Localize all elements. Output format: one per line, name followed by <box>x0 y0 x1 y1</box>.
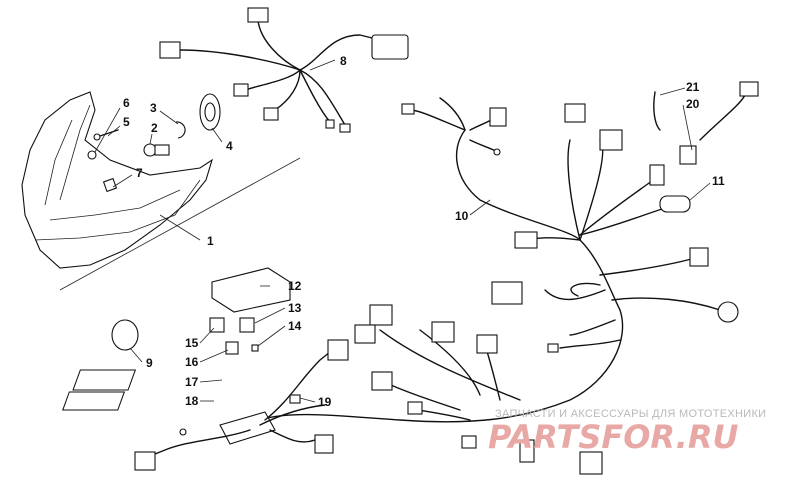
callout-2: 2 <box>151 121 158 135</box>
housing-bracket-line <box>59 157 301 291</box>
callout-6: 6 <box>123 96 130 110</box>
callout-18: 18 <box>185 394 199 408</box>
callout-1: 1 <box>207 234 214 248</box>
callout-9: 9 <box>146 356 153 370</box>
leader-lines <box>94 59 711 403</box>
callout-12: 12 <box>288 279 302 293</box>
callout-11: 11 <box>712 174 725 188</box>
fuse-block <box>62 369 276 445</box>
callout-10: 10 <box>455 209 469 223</box>
fuse-box-harness <box>134 339 349 471</box>
relay-cover <box>211 267 291 313</box>
retainer-ring <box>175 121 186 139</box>
callout-20: 20 <box>686 97 700 111</box>
headlight-housing <box>21 91 213 269</box>
screw <box>93 129 119 141</box>
callout-7: 7 <box>136 166 143 180</box>
headlight-bulb <box>143 143 170 157</box>
callout-17: 17 <box>185 375 199 389</box>
headlight-harness <box>159 7 409 133</box>
callout-21: 21 <box>686 80 700 94</box>
callout-labels: 1 2 3 4 5 6 7 8 9 10 11 12 13 14 15 16 1… <box>123 54 725 409</box>
snap-ring <box>111 319 139 351</box>
watermark: ЗАПЧАСТИ И АКСЕССУАРЫ ДЛЯ МОТОТЕХНИКИ PA… <box>488 408 766 456</box>
callout-8: 8 <box>340 54 347 68</box>
callout-13: 13 <box>288 301 302 315</box>
callout-15: 15 <box>185 336 199 350</box>
callout-5: 5 <box>123 115 130 129</box>
callout-4: 4 <box>226 139 233 153</box>
callout-19: 19 <box>318 395 332 409</box>
rubber-boot <box>199 93 221 131</box>
relay-small <box>209 317 259 355</box>
main-wiring-harness <box>259 97 739 423</box>
callout-16: 16 <box>185 355 199 369</box>
nut <box>87 150 97 160</box>
watermark-logo: PARTSFOR.RU <box>488 418 738 456</box>
lower-harness-connectors <box>354 304 603 475</box>
callout-3: 3 <box>150 101 157 115</box>
callout-14: 14 <box>288 319 302 333</box>
side-connector <box>653 81 759 165</box>
watermark-tagline: ЗАПЧАСТИ И АКСЕССУАРЫ ДЛЯ МОТОТЕХНИКИ <box>495 408 766 420</box>
